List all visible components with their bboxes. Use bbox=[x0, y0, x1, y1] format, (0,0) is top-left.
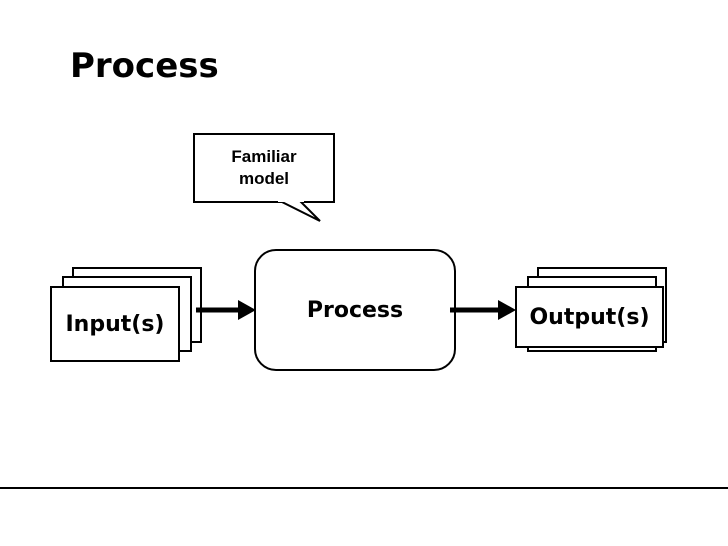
page-title: Process bbox=[70, 46, 219, 86]
arrow-input-to-process-icon bbox=[196, 300, 256, 320]
process-box: Process bbox=[254, 249, 456, 371]
callout-text: Familiar model bbox=[231, 147, 297, 188]
output-stack-front-sheet: Output(s) bbox=[515, 286, 664, 348]
output-label: Output(s) bbox=[529, 304, 650, 330]
input-stack-front-sheet: Input(s) bbox=[50, 286, 180, 362]
slide-footer: Transformation and Innovation 2007 The B… bbox=[0, 489, 728, 546]
callout-box: Familiar model bbox=[193, 133, 335, 203]
callout-tail-icon bbox=[278, 200, 321, 222]
footer-divider bbox=[0, 487, 728, 489]
process-label: Process bbox=[306, 297, 404, 323]
arrow-process-to-output-icon bbox=[450, 300, 516, 320]
input-label: Input(s) bbox=[65, 311, 165, 337]
